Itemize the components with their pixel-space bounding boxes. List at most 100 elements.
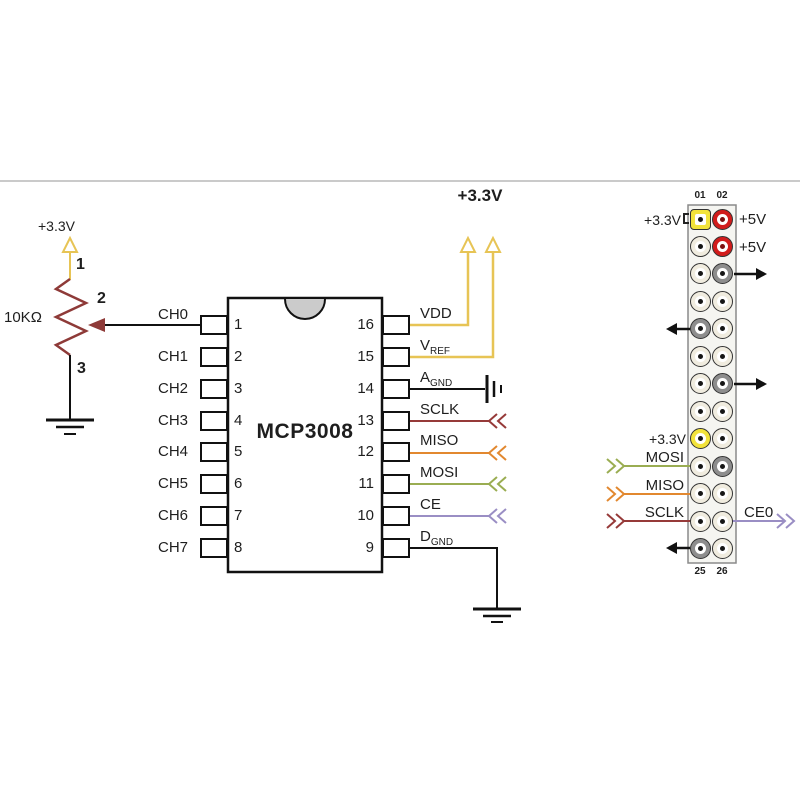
header-pin-17 bbox=[689, 428, 711, 450]
pin-ring bbox=[694, 213, 706, 225]
pot-pin3-label: 3 bbox=[77, 360, 86, 377]
chip-pin-label: CH5 bbox=[157, 475, 188, 493]
pin-ring bbox=[716, 378, 728, 390]
chip-pin-label-sub: GND bbox=[430, 536, 454, 548]
chip-pin-label: CH7 bbox=[157, 538, 188, 556]
pin-ring bbox=[694, 515, 706, 527]
chip-name: MCP3008 bbox=[256, 420, 354, 443]
header-pin-10 bbox=[711, 318, 733, 340]
header-33v-label-mid: +3.3V bbox=[649, 431, 686, 447]
chip-pin-label: CH2 bbox=[157, 379, 188, 397]
chip-pin-label: CH1 bbox=[157, 347, 188, 365]
pin-ring bbox=[716, 295, 728, 307]
header-pin-09 bbox=[689, 318, 711, 340]
chip-pin-box bbox=[200, 537, 228, 558]
gpio-arrow-left-icon bbox=[666, 542, 690, 554]
chip-pin-box bbox=[200, 474, 228, 495]
pin-ring bbox=[716, 323, 728, 335]
pin-ring bbox=[694, 295, 706, 307]
header-5v-label-1: +5V bbox=[739, 211, 767, 228]
header-pin-14 bbox=[711, 373, 733, 395]
chip-pin-number: 3 bbox=[234, 379, 243, 397]
pin-hole bbox=[697, 353, 703, 359]
chip-pin-number: 9 bbox=[365, 538, 374, 556]
pot-supply-label: +3.3V bbox=[38, 218, 75, 234]
pin-hole bbox=[697, 518, 703, 524]
chip-pin-label-main: V bbox=[420, 336, 431, 354]
chip-pin-box bbox=[200, 346, 228, 367]
header-pin-20 bbox=[711, 455, 733, 477]
header-pin-13 bbox=[689, 373, 711, 395]
header-pin-04 bbox=[711, 235, 733, 257]
pin-hole bbox=[697, 381, 703, 387]
pin-ring bbox=[694, 460, 706, 472]
chip-pin-label: VDD bbox=[420, 305, 452, 329]
pin-ring bbox=[716, 488, 728, 500]
header-pin-23 bbox=[689, 510, 711, 532]
power-rail-label: +3.3V bbox=[457, 186, 503, 205]
pin-hole bbox=[719, 436, 725, 442]
chip-pin-label: CH6 bbox=[157, 507, 188, 525]
header-pin-16 bbox=[711, 400, 733, 422]
chip-pin-number: 7 bbox=[234, 507, 243, 525]
mosi-wire bbox=[410, 476, 507, 492]
pin-hole bbox=[719, 381, 725, 387]
header-pin-08 bbox=[711, 290, 733, 312]
pin-hole bbox=[697, 216, 703, 222]
chip-pin-number: 5 bbox=[234, 443, 243, 461]
header-col-label-01: 01 bbox=[694, 190, 706, 201]
pin-ring bbox=[716, 460, 728, 472]
pin-hole bbox=[719, 546, 725, 552]
ce0-wire bbox=[728, 513, 796, 529]
chip-pin-label: CE bbox=[420, 496, 441, 520]
chip-pin-label-sub: REF bbox=[430, 345, 451, 357]
chip-pin-label: DGND bbox=[420, 528, 453, 552]
pin-hole bbox=[697, 326, 703, 332]
pin-hole bbox=[719, 271, 725, 277]
gpio-arrow-left-icon bbox=[666, 323, 690, 335]
vref-wire bbox=[410, 235, 502, 359]
chip-pin-label: CH3 bbox=[157, 411, 188, 429]
pin-ring bbox=[716, 515, 728, 527]
header-pin-15 bbox=[689, 400, 711, 422]
header-pin-07 bbox=[689, 290, 711, 312]
pin-hole bbox=[697, 298, 703, 304]
pin-hole bbox=[719, 298, 725, 304]
chip-pin-label: MOSI bbox=[420, 464, 458, 488]
pin-hole bbox=[697, 408, 703, 414]
pin-ring bbox=[694, 323, 706, 335]
header-5v-label-2: +5V bbox=[739, 239, 767, 256]
agnd-wire bbox=[410, 375, 502, 403]
header-pin-24 bbox=[711, 510, 733, 532]
chip-pin-number: 2 bbox=[234, 347, 243, 365]
vdd-wire bbox=[410, 235, 477, 327]
header-pin-01 bbox=[689, 208, 711, 230]
pin-hole bbox=[719, 353, 725, 359]
pin-ring bbox=[716, 268, 728, 280]
header-pin-19 bbox=[689, 455, 711, 477]
chip-pin-number: 11 bbox=[358, 475, 374, 493]
pi-miso-wire bbox=[606, 486, 696, 502]
chip-pin-box bbox=[200, 442, 228, 463]
pin-hole bbox=[697, 271, 703, 277]
chip-pin-number: 12 bbox=[357, 443, 374, 461]
pin-ring bbox=[694, 488, 706, 500]
pot-pin2-label: 2 bbox=[97, 290, 106, 307]
chip-pin-label: CH0 bbox=[157, 306, 188, 323]
pi-mosi-wire bbox=[606, 458, 696, 474]
wiper-arrowhead-icon bbox=[88, 318, 105, 332]
chip-pin-number: 6 bbox=[234, 475, 243, 493]
pin-hole bbox=[697, 491, 703, 497]
chip-pin-label-main: MOSI bbox=[420, 464, 459, 482]
potentiometer-symbol bbox=[53, 277, 201, 420]
pin-hole bbox=[719, 326, 725, 332]
plug-connector-icon bbox=[683, 213, 689, 224]
pin-hole bbox=[697, 436, 703, 442]
pin-ring bbox=[716, 405, 728, 417]
header-pin-22 bbox=[711, 483, 733, 505]
pi-sclk-wire bbox=[606, 513, 696, 529]
chip-pin-box bbox=[200, 506, 228, 527]
header-pin-25 bbox=[689, 538, 711, 560]
